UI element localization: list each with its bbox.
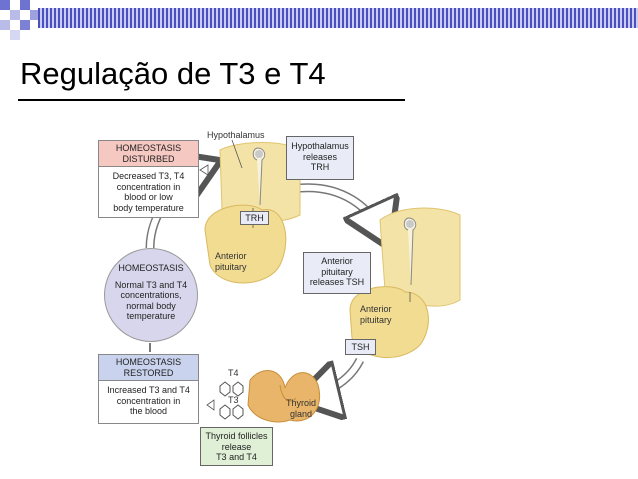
- hypothalamus-releases-box: Hypothalamus releases TRH: [286, 136, 354, 180]
- title-underline: [18, 99, 405, 101]
- slide-title: Regulação de T3 e T4: [20, 56, 326, 91]
- thyroid-gland-label: Thyroid gland: [286, 398, 317, 419]
- homeostasis-restored-box: HOMEOSTASIS RESTORED Increased T3 and T4…: [98, 354, 199, 424]
- hypothalamus-label: Hypothalamus: [207, 130, 265, 140]
- homeostasis-normal-circle: HOMEOSTASIS Normal T3 and T4 concentrati…: [104, 248, 198, 342]
- homeostasis-disturbed-text: Decreased T3, T4 concentration in blood …: [112, 171, 185, 213]
- homeostasis-restored-header: HOMEOSTASIS RESTORED: [99, 355, 198, 381]
- homeostasis-disturbed-box: HOMEOSTASIS DISTURBED Decreased T3, T4 c…: [98, 140, 199, 218]
- anterior-pituitary-left-label: Anterior pituitary: [215, 251, 247, 272]
- thyroid-gland-shape: [247, 370, 320, 423]
- tsh-tag: TSH: [345, 339, 376, 355]
- homeostasis-disturbed-header: HOMEOSTASIS DISTURBED: [99, 141, 198, 167]
- t4-molecule: [219, 381, 244, 397]
- anterior-pituitary-releases-box: Anterior pituitary releases TSH: [303, 252, 371, 294]
- checker-decoration: [0, 0, 40, 40]
- t4-label: T4: [228, 368, 239, 378]
- header-stripe-bar: [38, 8, 638, 28]
- thyroid-follicles-box: Thyroid follicles release T3 and T4: [200, 427, 273, 466]
- anterior-pituitary-right-label: Anterior pituitary: [360, 304, 392, 325]
- t3-molecule: [219, 404, 244, 420]
- homeostasis-restored-text: Increased T3 and T4 concentration in the…: [107, 385, 190, 416]
- t3-label: T3: [228, 395, 239, 405]
- trh-tag: TRH: [240, 211, 269, 225]
